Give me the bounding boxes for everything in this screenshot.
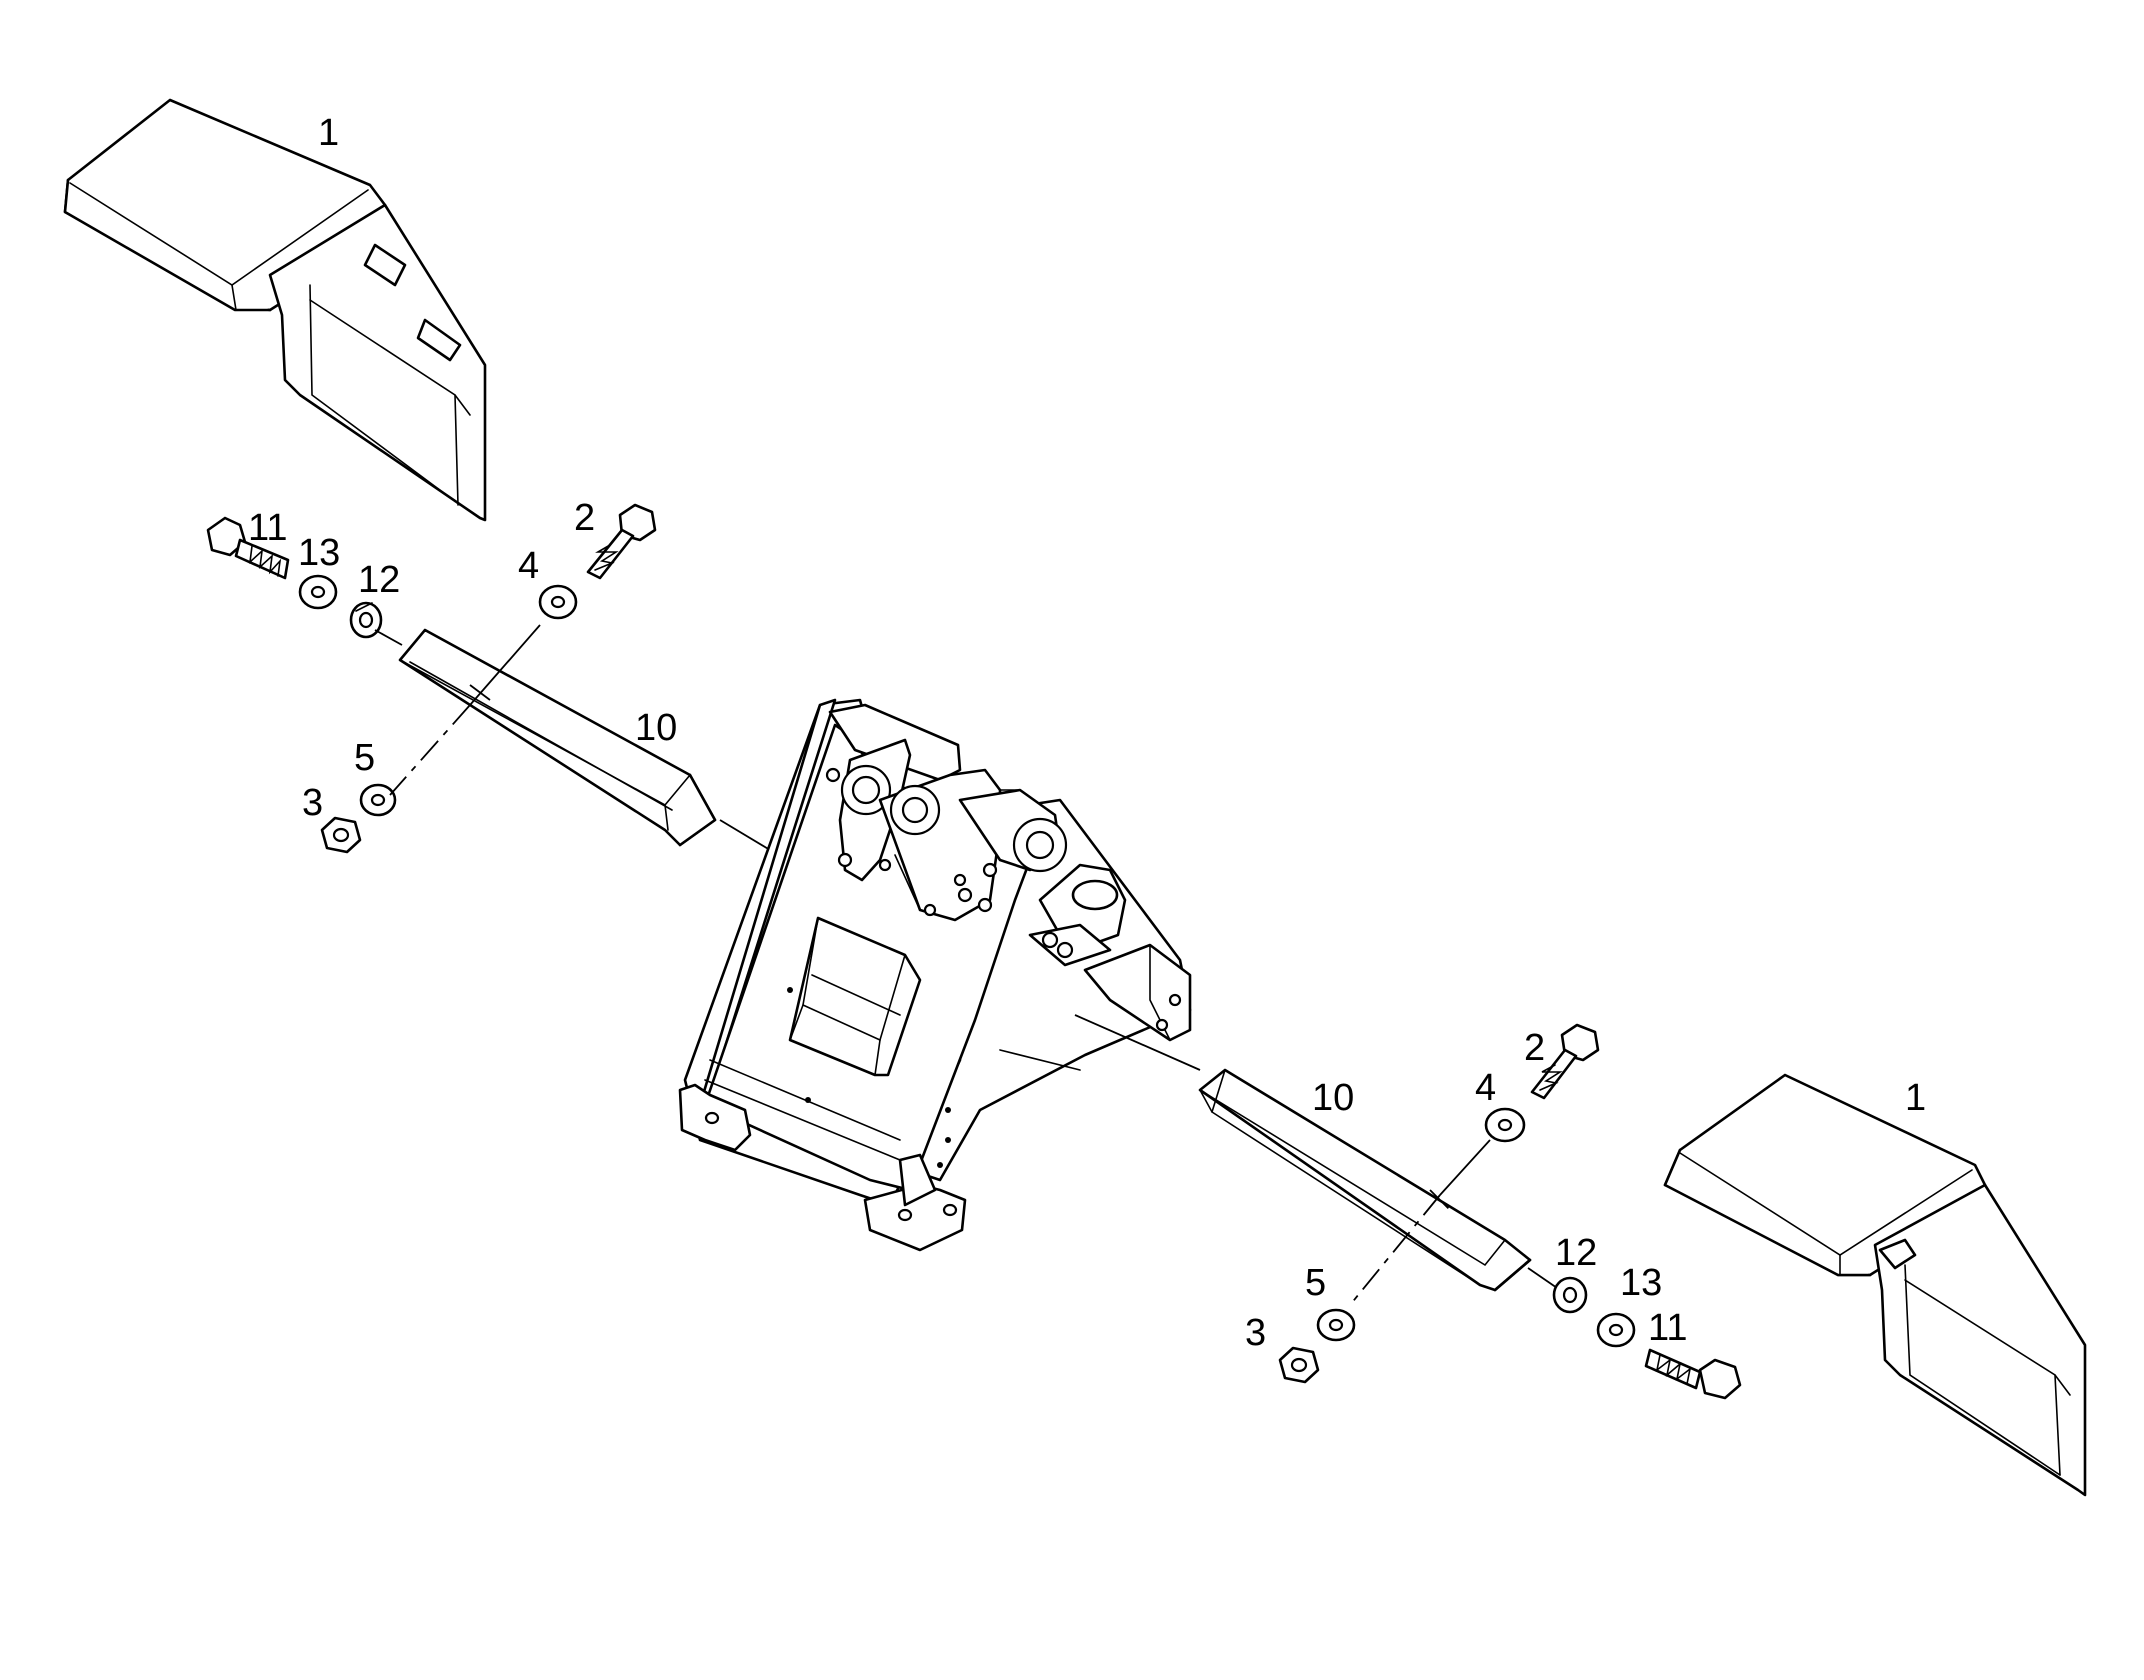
left-nut-3-icon — [320, 816, 362, 854]
right-bolt-2-icon — [1530, 1023, 1600, 1100]
right-label-11: 11 — [1648, 1307, 1687, 1349]
right-label-10: 10 — [1312, 1077, 1354, 1119]
right-label-4: 4 — [1475, 1067, 1496, 1109]
right-washer-5-icon — [1316, 1308, 1356, 1342]
left-bolt-11-icon — [206, 516, 290, 580]
right-label-5: 5 — [1305, 1262, 1326, 1304]
right-bolt-11-icon — [1644, 1348, 1742, 1400]
left-label-2: 2 — [574, 497, 595, 539]
left-label-11: 11 — [248, 507, 287, 549]
right-leader-lines — [1349, 1139, 1561, 1306]
left-washer-13-icon — [298, 574, 338, 610]
left-bracket-bar-10-icon — [398, 628, 717, 847]
left-label-13: 13 — [298, 532, 340, 574]
left-washer-5-icon — [359, 783, 397, 817]
left-fender-icon — [63, 98, 487, 522]
right-label-1: 1 — [1905, 1077, 1926, 1119]
left-label-3: 3 — [302, 782, 323, 824]
right-washer-4-icon — [1484, 1107, 1526, 1143]
left-label-12: 12 — [358, 559, 400, 601]
right-label-2: 2 — [1524, 1027, 1545, 1069]
left-label-4: 4 — [518, 545, 539, 587]
right-lock-washer-12-icon — [1552, 1276, 1588, 1314]
left-label-1: 1 — [318, 112, 339, 154]
right-label-12: 12 — [1555, 1232, 1597, 1274]
main-frame-icon — [678, 698, 1201, 1252]
left-washer-4-icon — [538, 584, 578, 620]
right-nut-3-icon — [1278, 1346, 1320, 1384]
left-bolt-2-icon — [586, 503, 657, 580]
right-label-3: 3 — [1245, 1312, 1266, 1354]
callout-labels: 1 11 13 12 2 4 10 5 3 2 4 10 1 12 13 5 3… — [248, 112, 1926, 1354]
left-label-5: 5 — [354, 737, 375, 779]
left-lock-washer-12-icon — [349, 601, 383, 639]
right-bracket-bar-10-icon — [1198, 1068, 1532, 1292]
right-fender-icon — [1663, 1073, 2087, 1497]
right-label-13: 13 — [1620, 1262, 1662, 1304]
left-label-10: 10 — [635, 707, 677, 749]
right-washer-13-icon — [1596, 1312, 1636, 1348]
left-leader-lines — [374, 624, 771, 851]
